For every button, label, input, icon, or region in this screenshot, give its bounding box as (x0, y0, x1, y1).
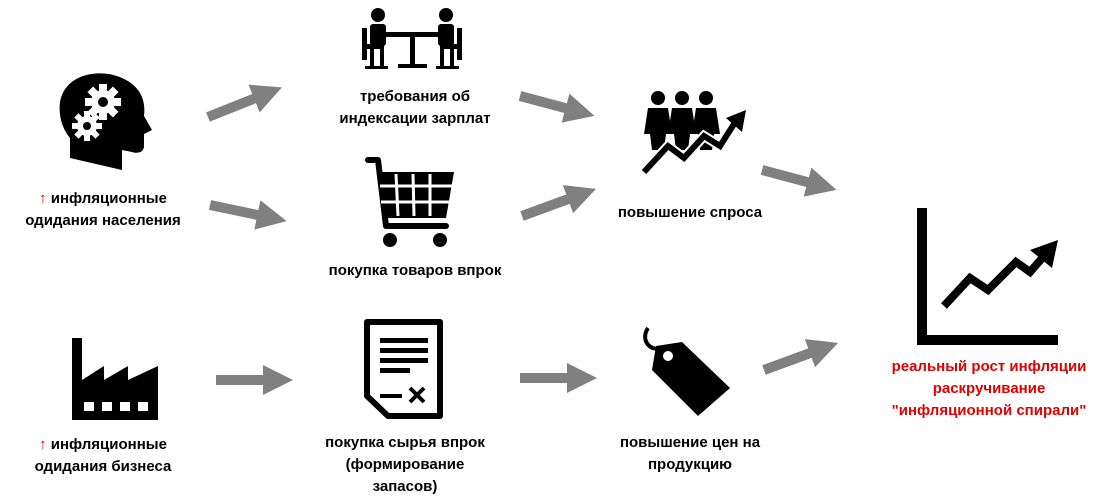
household-expectations-label: ↑ инфляционные одидания населения (25, 190, 181, 229)
demand-increase-label: повышение спроса (617, 204, 763, 221)
factory-icon (72, 338, 158, 420)
up-arrow-icon: ↑ (39, 436, 47, 453)
arrow-prices-to-inflation (762, 339, 839, 375)
people-growth-icon (640, 91, 746, 176)
price-tag-icon (643, 326, 730, 416)
inflation-spiral-label: реальный рост инфляции раскручивание "ин… (891, 358, 1087, 419)
arrow-wages-to-demand (518, 91, 595, 123)
shopping-cart-icon (365, 157, 454, 247)
arrow-household-to-wages (206, 84, 282, 122)
business-expectations-label: ↑ инфляционные одидания бизнеса (34, 436, 172, 475)
growth-chart-icon (917, 208, 1058, 345)
price-increase-label: повышение цен на продукцию (619, 434, 761, 473)
negotiation-table-icon (362, 8, 462, 69)
raw-materials-label: покупка сырья впрок (формирование запасо… (325, 434, 485, 495)
wage-indexation-label: требования об индексации зарплат (339, 88, 491, 127)
up-arrow-icon: ↑ (39, 190, 47, 207)
arrow-demand-to-inflation (760, 165, 837, 197)
flow-arrows (206, 84, 839, 395)
stockpile-goods-label: покупка товаров впрок (328, 262, 502, 279)
head-gears-icon (59, 73, 153, 170)
arrow-household-to-stockpile (208, 200, 287, 230)
document-icon (364, 319, 443, 419)
arrow-stockpile-to-demand (520, 185, 597, 221)
